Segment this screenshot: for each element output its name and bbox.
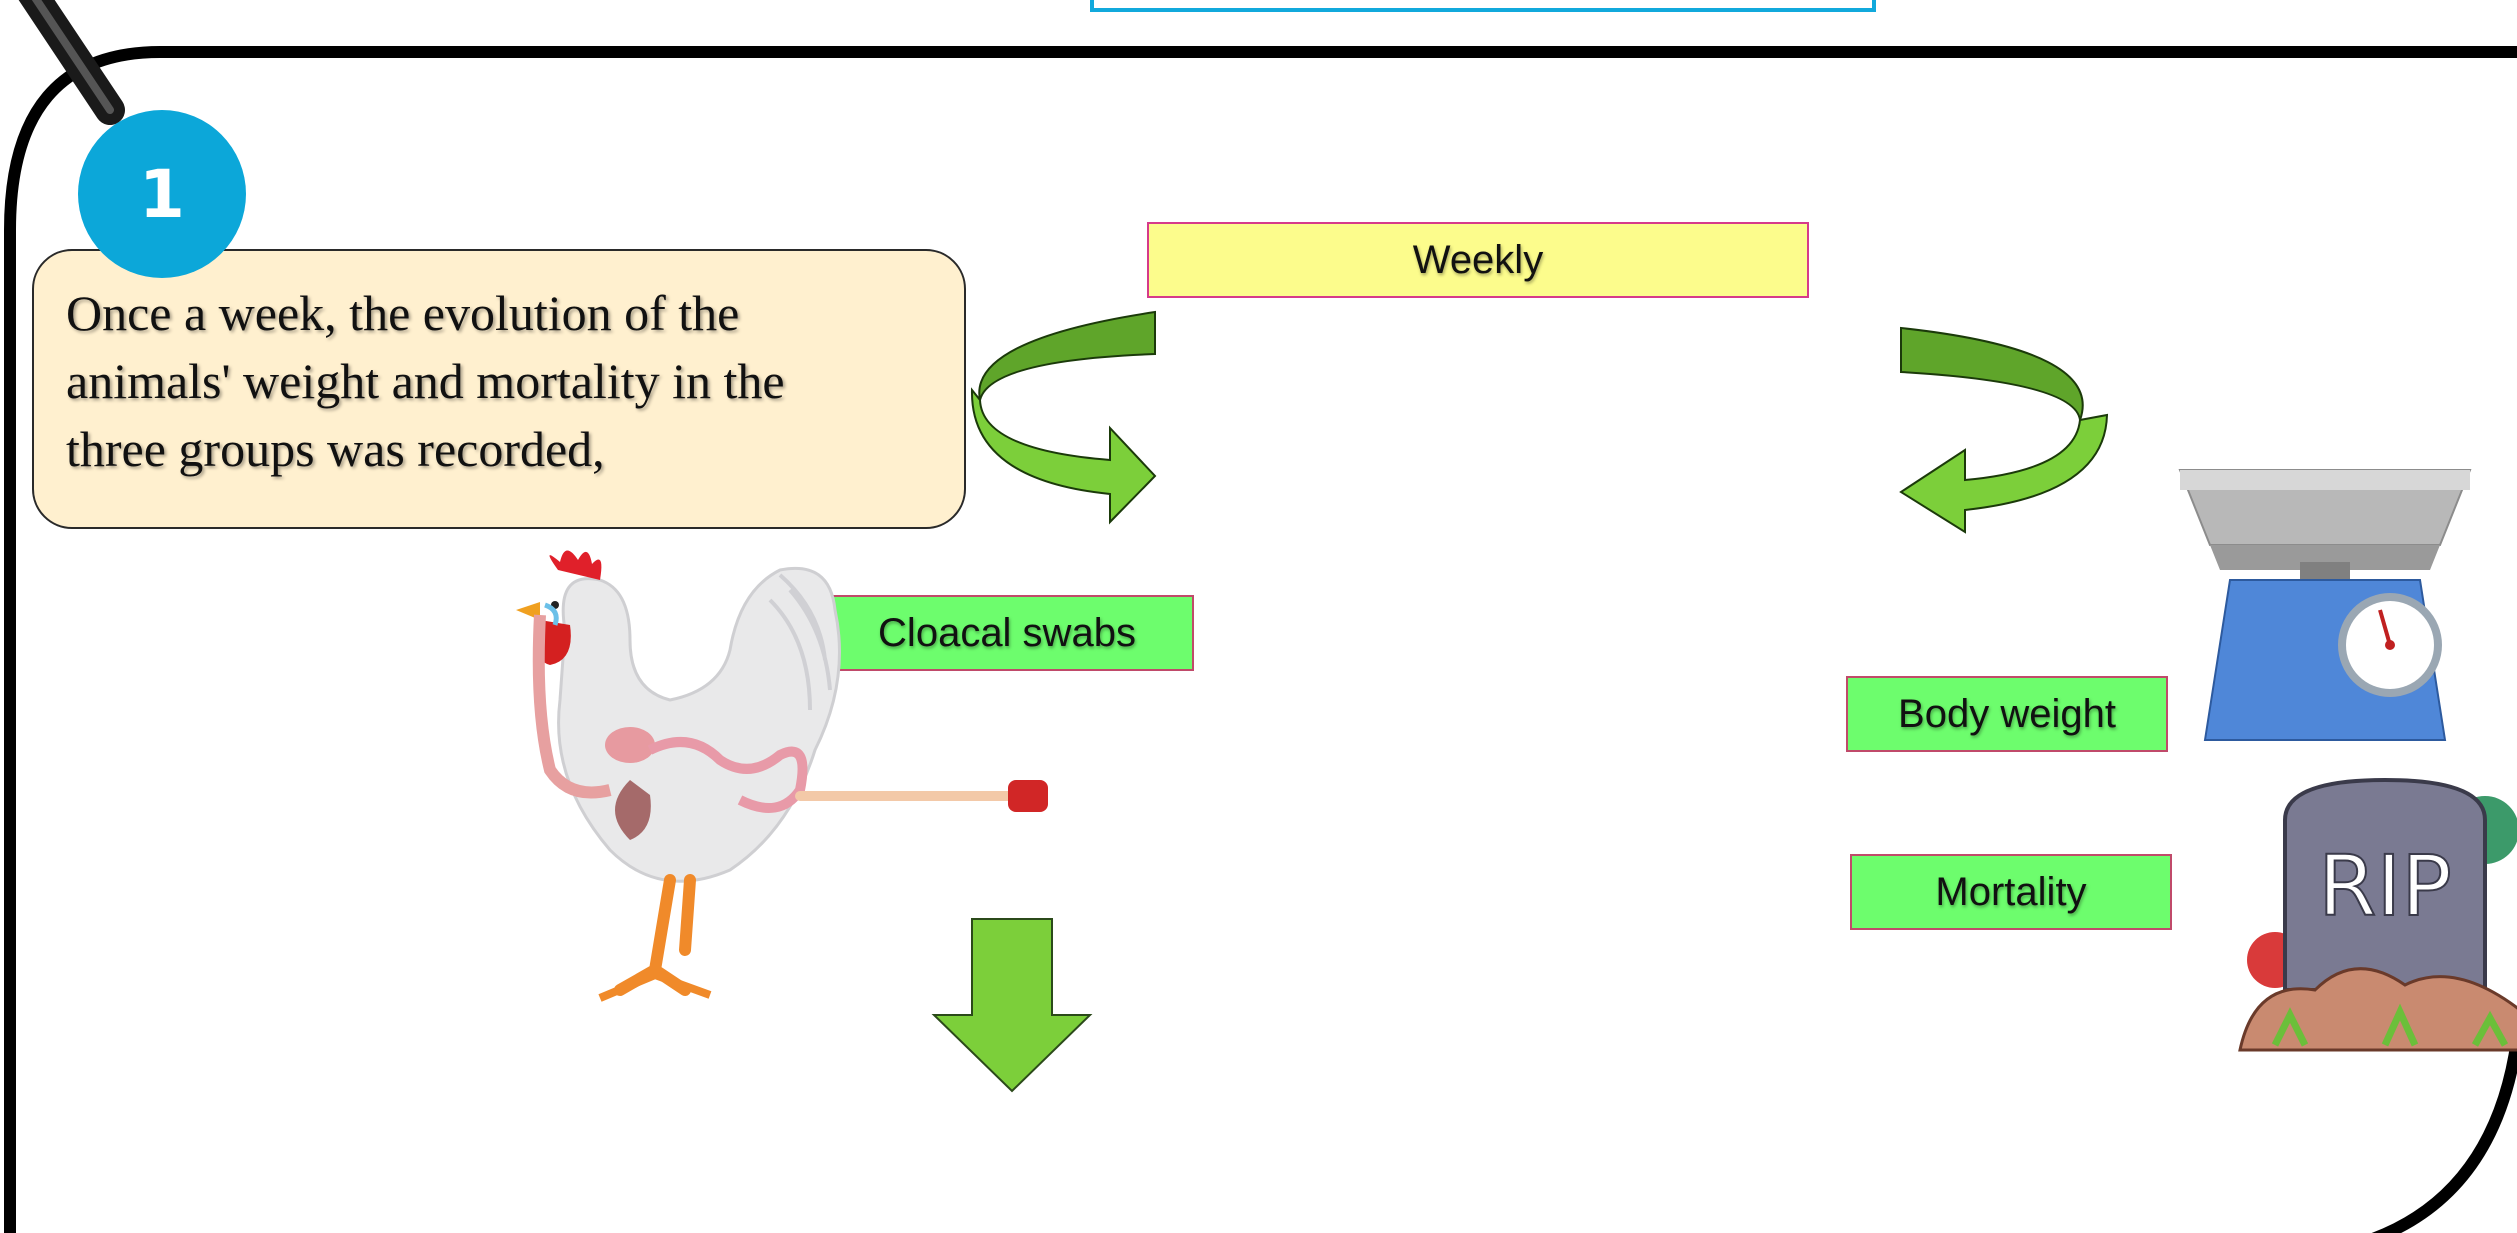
note-line-3: three groups was recorded, — [66, 421, 605, 477]
scale-icon — [2178, 469, 2472, 741]
title-box — [1090, 0, 1876, 12]
tombstone-icon: RIP — [2238, 777, 2517, 1052]
curved-arrow-left-icon — [970, 310, 1157, 525]
note-line-1: Once a week, the evolution of the — [66, 285, 740, 341]
down-arrow-icon — [931, 918, 1093, 1093]
note-line-2: animals' weight and mortality in the — [66, 353, 785, 409]
weekly-label: Weekly — [1147, 222, 1809, 298]
description-note: Once a week, the evolution of the animal… — [32, 249, 966, 529]
magnifier-handle-icon — [18, 0, 125, 125]
step-number-badge: 1 — [78, 110, 246, 278]
cloacal-swabs-label: Cloacal swabs — [820, 595, 1194, 671]
mortality-label: Mortality — [1850, 854, 2172, 930]
tombstone-text: RIP — [2318, 837, 2452, 935]
curved-arrow-right-icon — [1899, 326, 2109, 534]
chicken-swab-illustration — [516, 550, 1048, 1002]
body-weight-label: Body weight — [1846, 676, 2168, 752]
